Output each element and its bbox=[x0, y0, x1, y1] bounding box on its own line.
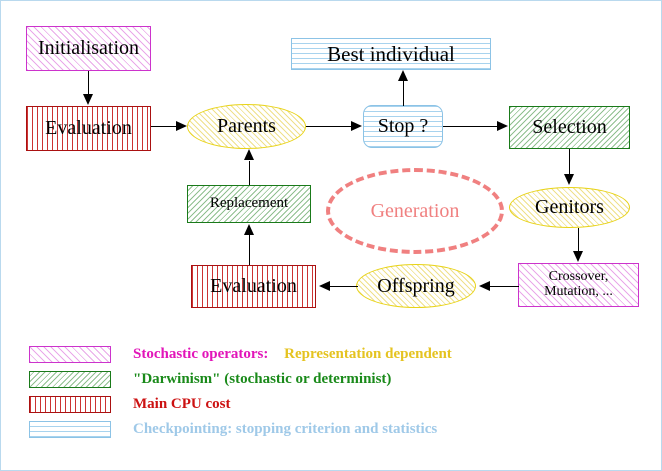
node-best-individual-label: Best individual bbox=[327, 41, 455, 66]
legend-text-darwinism: "Darwinism" (stochastic or determinist) bbox=[133, 370, 392, 387]
edge-parents-to-stop bbox=[306, 126, 352, 127]
node-initialisation[interactable]: Initialisation bbox=[26, 26, 151, 71]
arrowhead-offspring-to-evaluation bbox=[319, 281, 330, 291]
node-crossover-line1: Crossover, bbox=[548, 269, 609, 285]
arrowhead-stop-to-best bbox=[398, 70, 408, 81]
legend-swatch-darwinism bbox=[29, 370, 111, 388]
node-parents[interactable]: Parents bbox=[187, 104, 306, 149]
node-genitors-label: Genitors bbox=[535, 196, 604, 218]
legend-swatch-cpu bbox=[29, 395, 111, 413]
edge-replacement-to-parents bbox=[249, 161, 250, 185]
node-offspring-label: Offspring bbox=[377, 274, 455, 297]
legend-text-cpu: Main CPU cost bbox=[133, 395, 231, 412]
legend-swatch-checkpointing bbox=[29, 420, 111, 438]
node-crossover-mutation[interactable]: Crossover, Mutation, ... bbox=[518, 263, 639, 307]
edge-eval-to-parents bbox=[151, 126, 177, 127]
legend-row-cpu: Main CPU cost bbox=[29, 393, 231, 415]
arrowhead-selection-to-genitors bbox=[564, 174, 574, 185]
legend-text-checkpointing: Checkpointing: stopping criterion and st… bbox=[133, 420, 438, 437]
edge-evaluation-to-replacement bbox=[249, 235, 250, 265]
legend-row-checkpointing: Checkpointing: stopping criterion and st… bbox=[29, 418, 437, 440]
legend-swatch-stochastic bbox=[29, 345, 111, 363]
node-crossover-line2: Mutation, ... bbox=[544, 284, 613, 299]
arrowhead-replacement-to-parents bbox=[244, 149, 254, 160]
edge-genitors-to-crossover bbox=[578, 228, 579, 252]
node-replacement-label: Replacement bbox=[209, 195, 289, 212]
node-initialisation-label: Initialisation bbox=[37, 37, 140, 59]
edge-offspring-to-evaluation bbox=[330, 286, 358, 287]
arrowhead-crossover-to-offspring bbox=[479, 281, 490, 291]
edge-selection-to-genitors bbox=[569, 149, 570, 175]
node-selection[interactable]: Selection bbox=[509, 106, 630, 149]
edge-stop-to-best bbox=[403, 81, 404, 106]
node-evaluation-bottom[interactable]: Evaluation bbox=[191, 265, 316, 308]
legend-text-stochastic-primary: Stochastic operators: bbox=[133, 345, 269, 362]
node-replacement[interactable]: Replacement bbox=[187, 185, 311, 223]
node-stop[interactable]: Stop ? bbox=[363, 105, 443, 148]
arrowhead-genitors-to-crossover bbox=[573, 251, 583, 262]
node-selection-label: Selection bbox=[532, 116, 607, 138]
edge-stop-to-selection bbox=[443, 126, 497, 127]
edge-crossover-to-offspring bbox=[490, 286, 519, 287]
node-genitors[interactable]: Genitors bbox=[509, 187, 630, 228]
node-parents-label: Parents bbox=[217, 115, 276, 137]
legend-text-stochastic-secondary: Representation dependent bbox=[284, 345, 452, 362]
node-evaluation-top[interactable]: Evaluation bbox=[26, 106, 151, 151]
arrowhead-stop-to-selection bbox=[497, 121, 508, 131]
node-generation-label: Generation bbox=[370, 199, 460, 222]
node-generation-loop: Generation bbox=[326, 168, 504, 254]
node-evaluation-bottom-label: Evaluation bbox=[210, 275, 297, 297]
arrowhead-init-to-eval bbox=[83, 94, 93, 105]
edge-init-to-eval bbox=[88, 71, 89, 95]
legend-text-stochastic: Stochastic operators: Representation dep… bbox=[133, 346, 452, 363]
node-best-individual[interactable]: Best individual bbox=[291, 38, 491, 70]
node-evaluation-top-label: Evaluation bbox=[45, 117, 132, 139]
node-offspring[interactable]: Offspring bbox=[356, 264, 476, 308]
legend-row-darwinism: "Darwinism" (stochastic or determinist) bbox=[29, 368, 391, 390]
arrowhead-parents-to-stop bbox=[351, 121, 362, 131]
node-stop-label: Stop ? bbox=[377, 115, 429, 137]
legend-row-stochastic: Stochastic operators: Representation dep… bbox=[29, 343, 452, 365]
arrowhead-eval-to-parents bbox=[176, 121, 187, 131]
arrowhead-evaluation-to-replacement bbox=[244, 224, 254, 235]
